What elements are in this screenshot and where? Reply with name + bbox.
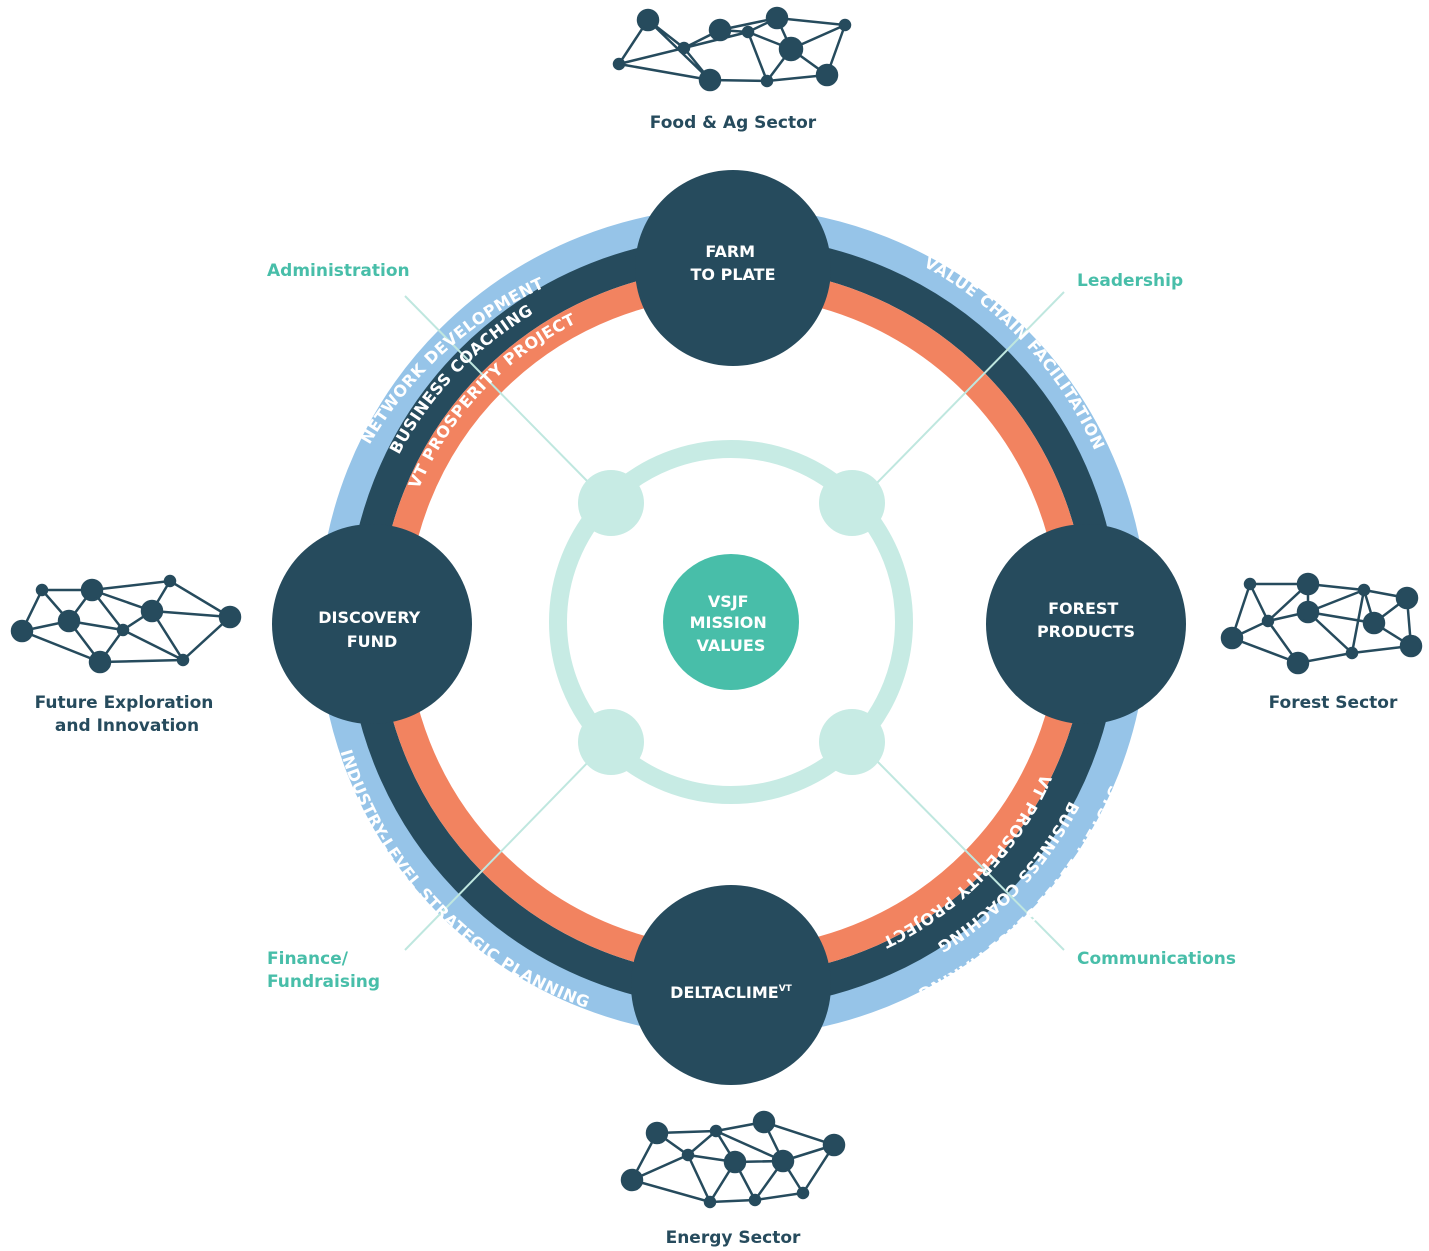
center-line-1: VSJF: [708, 592, 749, 611]
center-ring-node-tr: [819, 470, 885, 536]
sector-forest: Forest Sector: [1269, 693, 1398, 713]
center-line-2: MISSION: [690, 613, 767, 632]
spoke-bottom-left: [404, 755, 595, 951]
hub-left-line-2: FUND: [347, 632, 398, 651]
svg-text:DISCOVERY FUND: DISCOVERY FUND: [318, 608, 426, 651]
svg-text:VSJF MISSION VALUE: VSJF MISSION VALUES: [690, 592, 773, 655]
center-line-3: VALUES: [697, 636, 766, 655]
sector-energy-text: Energy Sector: [666, 1228, 801, 1248]
sector-food-ag-text: Food & Ag Sector: [650, 113, 817, 133]
spoke-top-left: [404, 295, 595, 489]
network-icon: [1220, 572, 1423, 675]
function-communications-text: Communications: [1077, 949, 1236, 969]
function-administration: Administration: [267, 261, 410, 281]
hub-circle-bottom: [631, 885, 831, 1085]
hub-bottom-label: DELTACLIME: [670, 983, 779, 1002]
hub-right-line-1: FOREST: [1048, 599, 1118, 618]
hub-circle-left: [272, 524, 472, 724]
network-icon: [612, 6, 852, 92]
network-icon: [10, 574, 242, 674]
hub-right-line-2: PRODUCTS: [1037, 622, 1135, 641]
center-values: VSJF MISSION VALUES: [663, 554, 799, 690]
network-icon: [620, 1110, 846, 1209]
sector-forest-text: Forest Sector: [1269, 693, 1398, 713]
spoke-top-right: [871, 291, 1065, 489]
hub-circle-right: [986, 524, 1186, 724]
hub-discovery-fund: DISCOVERY FUND: [272, 524, 472, 724]
sector-future-exploration: Future Exploration and Innovation: [35, 693, 220, 736]
hub-circle-top: [635, 170, 831, 366]
hub-forest-products: FOREST PRODUCTS: [986, 524, 1186, 724]
function-communications: Communications: [1077, 949, 1236, 969]
spokes: [404, 291, 1065, 951]
hub-farm-to-plate: FARM TO PLATE: [635, 170, 831, 366]
svg-text:FARM TO PLATE: FARM TO PLATE: [691, 242, 776, 284]
center-ring: [549, 440, 913, 804]
center-circle: [663, 554, 799, 690]
sector-energy: Energy Sector: [666, 1228, 801, 1248]
sector-food-ag: Food & Ag Sector: [650, 113, 817, 133]
function-leadership: Leadership: [1077, 271, 1183, 291]
svg-text:DELTACLIMEVT: DELTACLIMEVT: [670, 983, 793, 1002]
function-finance-line-1: Finance/: [267, 949, 349, 969]
sector-future-line-1: Future Exploration: [35, 693, 214, 713]
hub-deltaclime: DELTACLIMEVT: [631, 885, 831, 1085]
center-ring-node-bl: [578, 709, 644, 775]
spoke-bottom-right: [871, 755, 1065, 951]
sector-future-line-2: and Innovation: [55, 716, 199, 736]
hub-top-line-1: FARM: [705, 242, 755, 261]
svg-text:FOREST PRODUCTS: FOREST PRODUCTS: [1037, 599, 1135, 641]
hub-left-line-1: DISCOVERY: [318, 608, 420, 627]
hub-bottom-superscript: VT: [779, 984, 793, 994]
center-ring-node-br: [819, 709, 885, 775]
function-finance-line-2: Fundraising: [267, 972, 380, 992]
center-ring-node-tl: [578, 470, 644, 536]
function-finance-fundraising: Finance/ Fundraising: [267, 949, 380, 992]
function-administration-text: Administration: [267, 261, 410, 281]
hub-top-line-2: TO PLATE: [691, 265, 776, 284]
function-leadership-text: Leadership: [1077, 271, 1183, 291]
